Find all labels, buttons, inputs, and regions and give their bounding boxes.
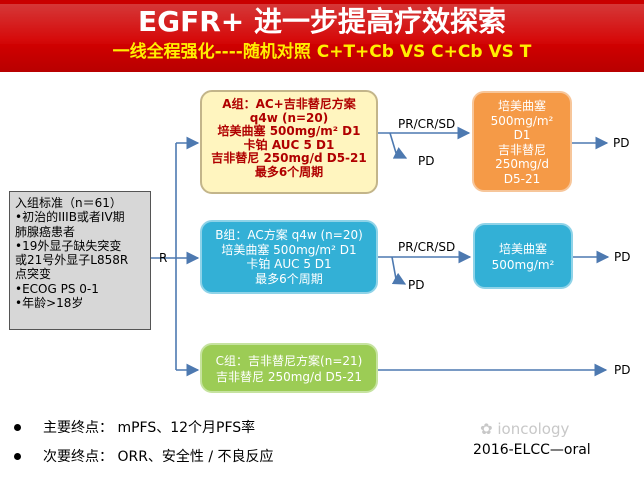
randomization-label: R bbox=[159, 251, 168, 265]
maintenance-a-line: D5-21 bbox=[503, 171, 541, 186]
arm-a-line: A组：AC+吉非替尼方案 bbox=[222, 97, 356, 111]
enrollment-line: •19外显子缺失突变 bbox=[15, 238, 122, 253]
enrollment-line: 入组标准（n＝61） bbox=[15, 196, 122, 210]
arrow-arm-b-to-pd bbox=[391, 256, 407, 285]
source-citation: 2016-ELCC—oral bbox=[473, 442, 591, 458]
pd-label-arm-a: PD bbox=[418, 154, 435, 168]
arm-a-line: 吉非替尼 250mg/d D5-21 bbox=[211, 151, 367, 165]
arm-b-line: B组：AC方案 q4w (n=20) bbox=[215, 228, 363, 242]
pd-label-arm-b: PD bbox=[408, 278, 425, 292]
bullet-icon bbox=[14, 423, 21, 431]
watermark-logo-icon: ✿ bbox=[480, 420, 498, 438]
secondary-endpoint: 次要终点： ORR、安全性 / 不良反应 bbox=[14, 446, 274, 466]
arm-c-line: C组：吉非替尼方案(n=21) bbox=[215, 354, 363, 368]
page-subtitle: 一线全程强化----随机对照 C+T+Cb VS C+Cb VS T bbox=[112, 42, 532, 62]
secondary-endpoint-text: 次要终点： ORR、安全性 / 不良反应 bbox=[43, 449, 274, 465]
maintenance-a-line: 培美曲塞 bbox=[497, 99, 546, 113]
enrollment-line: 点突变 bbox=[15, 267, 52, 282]
arm-a-box: A组：AC+吉非替尼方案 q4w (n=20) 培美曲塞 500mg/m² D1… bbox=[200, 90, 378, 194]
enrollment-line: 肺腺癌患者 bbox=[15, 224, 76, 239]
enrollment-line: 或21号外显子L858R bbox=[15, 253, 129, 268]
enrollment-criteria-box: 入组标准（n＝61） •初治的IIIB或者IV期 肺腺癌患者 •19外显子缺失突… bbox=[9, 191, 151, 330]
primary-endpoint-text: 主要终点： mPFS、12个月PFS率 bbox=[43, 420, 256, 436]
bullet-icon bbox=[14, 452, 21, 460]
arm-c-box: C组：吉非替尼方案(n=21) 吉非替尼 250mg/d D5-21 bbox=[200, 343, 378, 393]
page-title: EGFR+ 进一步提高疗效探索 bbox=[137, 5, 506, 38]
maintenance-a-line: 吉非替尼 bbox=[497, 142, 546, 157]
primary-endpoint: 主要终点： mPFS、12个月PFS率 bbox=[14, 417, 255, 437]
arm-c-line: 吉非替尼 250mg/d D5-21 bbox=[216, 370, 362, 384]
arm-a-line: 最多6个周期 bbox=[254, 164, 324, 179]
arm-b-line: 培美曲塞 500mg/m² D1 bbox=[221, 242, 357, 257]
banner-gloss bbox=[0, 4, 644, 44]
maintenance-a-box: 培美曲塞 500mg/m² D1 吉非替尼 250mg/d D5-21 bbox=[472, 91, 572, 192]
maintenance-b-line: 500mg/m² bbox=[491, 258, 555, 272]
arm-b-line: 卡铂 AUC 5 D1 bbox=[246, 257, 332, 271]
pd-label-maintenance-a: PD bbox=[613, 136, 630, 150]
enrollment-line: •初治的IIIB或者IV期 bbox=[15, 210, 125, 225]
response-label-arm-b: PR/CR/SD bbox=[398, 240, 456, 254]
maintenance-b-line: 培美曲塞 bbox=[498, 242, 547, 256]
enrollment-line: •年龄>18岁 bbox=[15, 296, 84, 311]
response-label-arm-a: PR/CR/SD bbox=[398, 117, 456, 131]
enrollment-line: •ECOG PS 0-1 bbox=[15, 281, 99, 296]
arrow-arm-a-to-pd bbox=[389, 132, 408, 159]
maintenance-b-box: 培美曲塞 500mg/m² bbox=[473, 223, 573, 289]
arm-a-line: 卡铂 AUC 5 D1 bbox=[243, 137, 335, 152]
pd-label-maintenance-b: PD bbox=[614, 250, 631, 264]
maintenance-a-line: D1 bbox=[513, 128, 531, 142]
maintenance-a-line: 250mg/d bbox=[495, 157, 549, 171]
maintenance-a-line: 500mg/m² bbox=[490, 113, 554, 128]
arm-b-box: B组：AC方案 q4w (n=20) 培美曲塞 500mg/m² D1 卡铂 A… bbox=[200, 220, 378, 294]
arm-a-line: 培美曲塞 500mg/m² D1 bbox=[217, 124, 361, 138]
arm-a-line: q4w (n=20) bbox=[249, 110, 329, 125]
arm-b-line: 最多6个周期 bbox=[255, 271, 323, 286]
watermark-text: ioncology bbox=[497, 420, 570, 438]
pd-label-arm-c: PD bbox=[614, 363, 631, 377]
title-banner: EGFR+ 进一步提高疗效探索 一线全程强化----随机对照 C+T+Cb VS… bbox=[0, 0, 644, 72]
watermark: ✿ ioncology bbox=[480, 420, 569, 438]
